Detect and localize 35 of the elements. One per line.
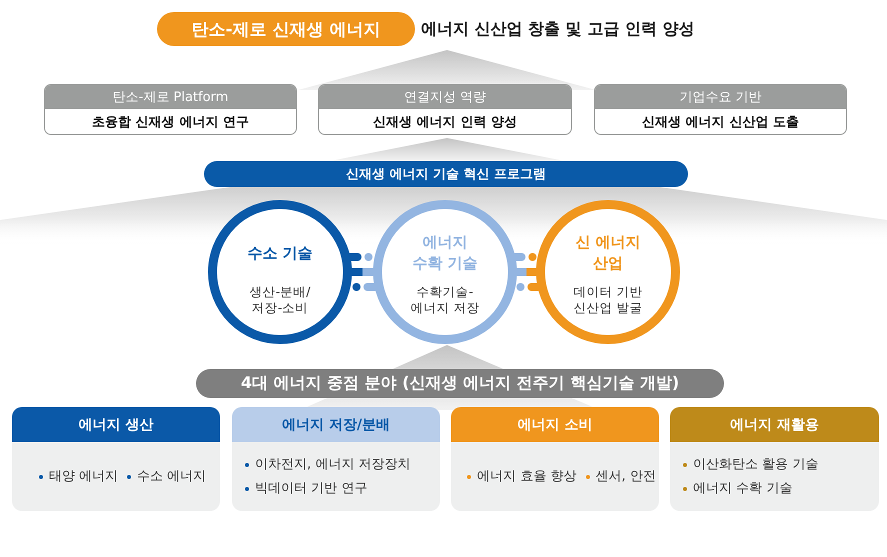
card-body-text: 초융합 신재생 에너지 연구 bbox=[92, 114, 249, 130]
bullet-text: 에너지 효율 향상 bbox=[477, 468, 576, 486]
circle-text: 데이터 기반 신산업 발굴 bbox=[572, 284, 644, 316]
circle-title: 수소 기술 bbox=[246, 242, 314, 264]
category-card bbox=[232, 407, 440, 511]
circle-text: 생산-분배/ 저장-소비 bbox=[248, 284, 312, 316]
card-header: 에너지 재활용 bbox=[670, 407, 879, 442]
bullet-text: 태양 에너지 bbox=[48, 468, 118, 486]
section-banner: 4대 에너지 중점 분야 (신재생 에너지 전주기 핵심기술 개발) bbox=[196, 369, 724, 398]
bullet-text: 수소 에너지 bbox=[137, 468, 206, 486]
goal-card bbox=[594, 84, 847, 135]
card-body-text: 신재생 에너지 신산업 도출 bbox=[642, 114, 799, 130]
card-header: 연결지성 역량 bbox=[319, 85, 571, 109]
circle-title: 신 에너지 산업 bbox=[574, 232, 642, 274]
bullet-text: 빅데이터 기반 연구 bbox=[255, 480, 368, 498]
category-card bbox=[670, 407, 879, 511]
card-header: 에너지 생산 bbox=[12, 407, 220, 442]
card-header: 에너지 소비 bbox=[451, 407, 659, 442]
bullet-text: 이산화탄소 활용 기술 bbox=[693, 456, 818, 474]
circle-title: 에너지 수확 기술 bbox=[411, 232, 479, 274]
circle-text: 수확기술- 에너지 저장 bbox=[410, 284, 480, 316]
goal-card bbox=[318, 84, 572, 135]
title-pill: 탄소-제로 신재생 에너지 bbox=[157, 12, 415, 46]
bullet-text: 이차전지, 에너지 저장장치 bbox=[255, 456, 410, 474]
bullet-text: 센서, 안전 bbox=[596, 468, 656, 486]
card-body-text: 신재생 에너지 인력 양성 bbox=[373, 114, 517, 130]
category-card bbox=[451, 407, 659, 511]
goal-card bbox=[44, 84, 297, 135]
category-card bbox=[12, 407, 220, 511]
card-header: 에너지 저장/분배 bbox=[232, 407, 440, 442]
program-banner: 신재생 에너지 기술 혁신 프로그램 bbox=[204, 161, 688, 187]
subtitle-text: 에너지 신산업 창출 및 고급 인력 양성 bbox=[421, 18, 694, 40]
card-header: 기업수요 기반 bbox=[595, 85, 846, 109]
bullet-text: 에너지 수확 기술 bbox=[693, 480, 792, 498]
card-header: 탄소-제로 Platform bbox=[45, 85, 296, 109]
